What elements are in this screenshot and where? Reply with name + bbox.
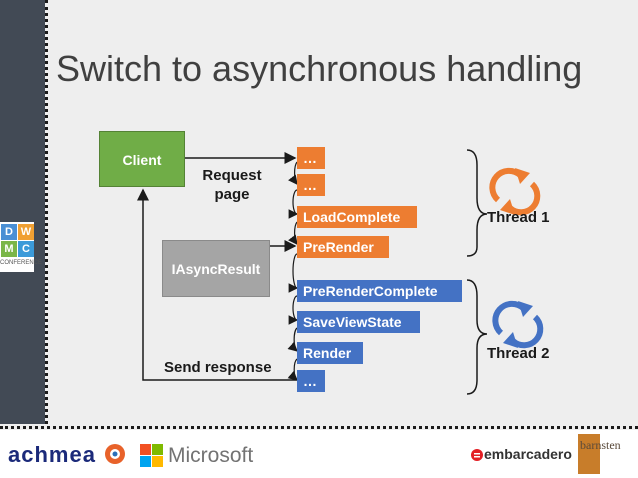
microsoft-logo-icon xyxy=(140,444,163,467)
stage-connector-7 xyxy=(287,358,298,381)
dwmc-letter-c: C xyxy=(18,241,34,257)
stage-ellipsis-3: … xyxy=(297,370,325,392)
embarcadero-logo-icon xyxy=(471,449,483,461)
thread2-cycle-icon xyxy=(492,300,544,349)
thread1-cycle-icon xyxy=(489,167,541,216)
embarcadero-logo-text: embarcadero xyxy=(484,446,572,462)
dwmc-letter-d: D xyxy=(1,224,17,240)
thread2-brace xyxy=(466,279,488,395)
stage-connector-6 xyxy=(287,327,298,352)
dwmc-logo: D W M C CONFERENCE xyxy=(0,222,43,272)
thread2-label: Thread 2 xyxy=(487,345,550,362)
horizontal-dotted-divider xyxy=(0,426,638,429)
response-arrow xyxy=(137,188,297,381)
dwmc-letter-m: M xyxy=(1,241,17,257)
stage-ellipsis-1: … xyxy=(297,147,325,169)
thread1-label: Thread 1 xyxy=(487,209,550,226)
client-box: Client xyxy=(99,131,185,187)
stage-saveviewstate: SaveViewState xyxy=(297,311,420,333)
iasyncresult-box: IAsyncResult xyxy=(162,240,270,297)
stage-connector-5 xyxy=(288,295,299,325)
send-response-label: Send response xyxy=(164,359,272,376)
stage-ellipsis-2: … xyxy=(297,174,325,196)
barnsten-logo-text: barnsten xyxy=(580,438,621,452)
stage-connector-3 xyxy=(288,221,298,245)
sponsor-footer: achmea Microsoft embarcadero barnsten xyxy=(0,430,638,478)
achmea-logo-icon xyxy=(105,444,125,464)
request-page-label: Request page xyxy=(202,167,262,203)
dwmc-conference-text: CONFERENCE xyxy=(0,260,43,266)
thread1-brace xyxy=(466,149,488,257)
stage-connector-1 xyxy=(288,161,298,185)
vertical-dotted-divider xyxy=(45,0,48,424)
stage-prerendercomplete: PreRenderComplete xyxy=(297,280,462,302)
left-sidebar-bar xyxy=(0,0,45,424)
slide-title: Switch to asynchronous handling xyxy=(56,48,583,89)
achmea-logo-text: achmea xyxy=(8,442,96,467)
dwmc-letter-w: W xyxy=(18,224,34,240)
microsoft-logo-text: Microsoft xyxy=(168,444,254,467)
stage-connector-4 xyxy=(288,253,299,293)
stage-loadcomplete: LoadComplete xyxy=(297,206,417,228)
barnsten-logo-block xyxy=(578,434,600,474)
stage-render: Render xyxy=(297,342,363,364)
stage-prerender: PreRender xyxy=(297,236,389,258)
stage-connector-2 xyxy=(288,189,299,219)
